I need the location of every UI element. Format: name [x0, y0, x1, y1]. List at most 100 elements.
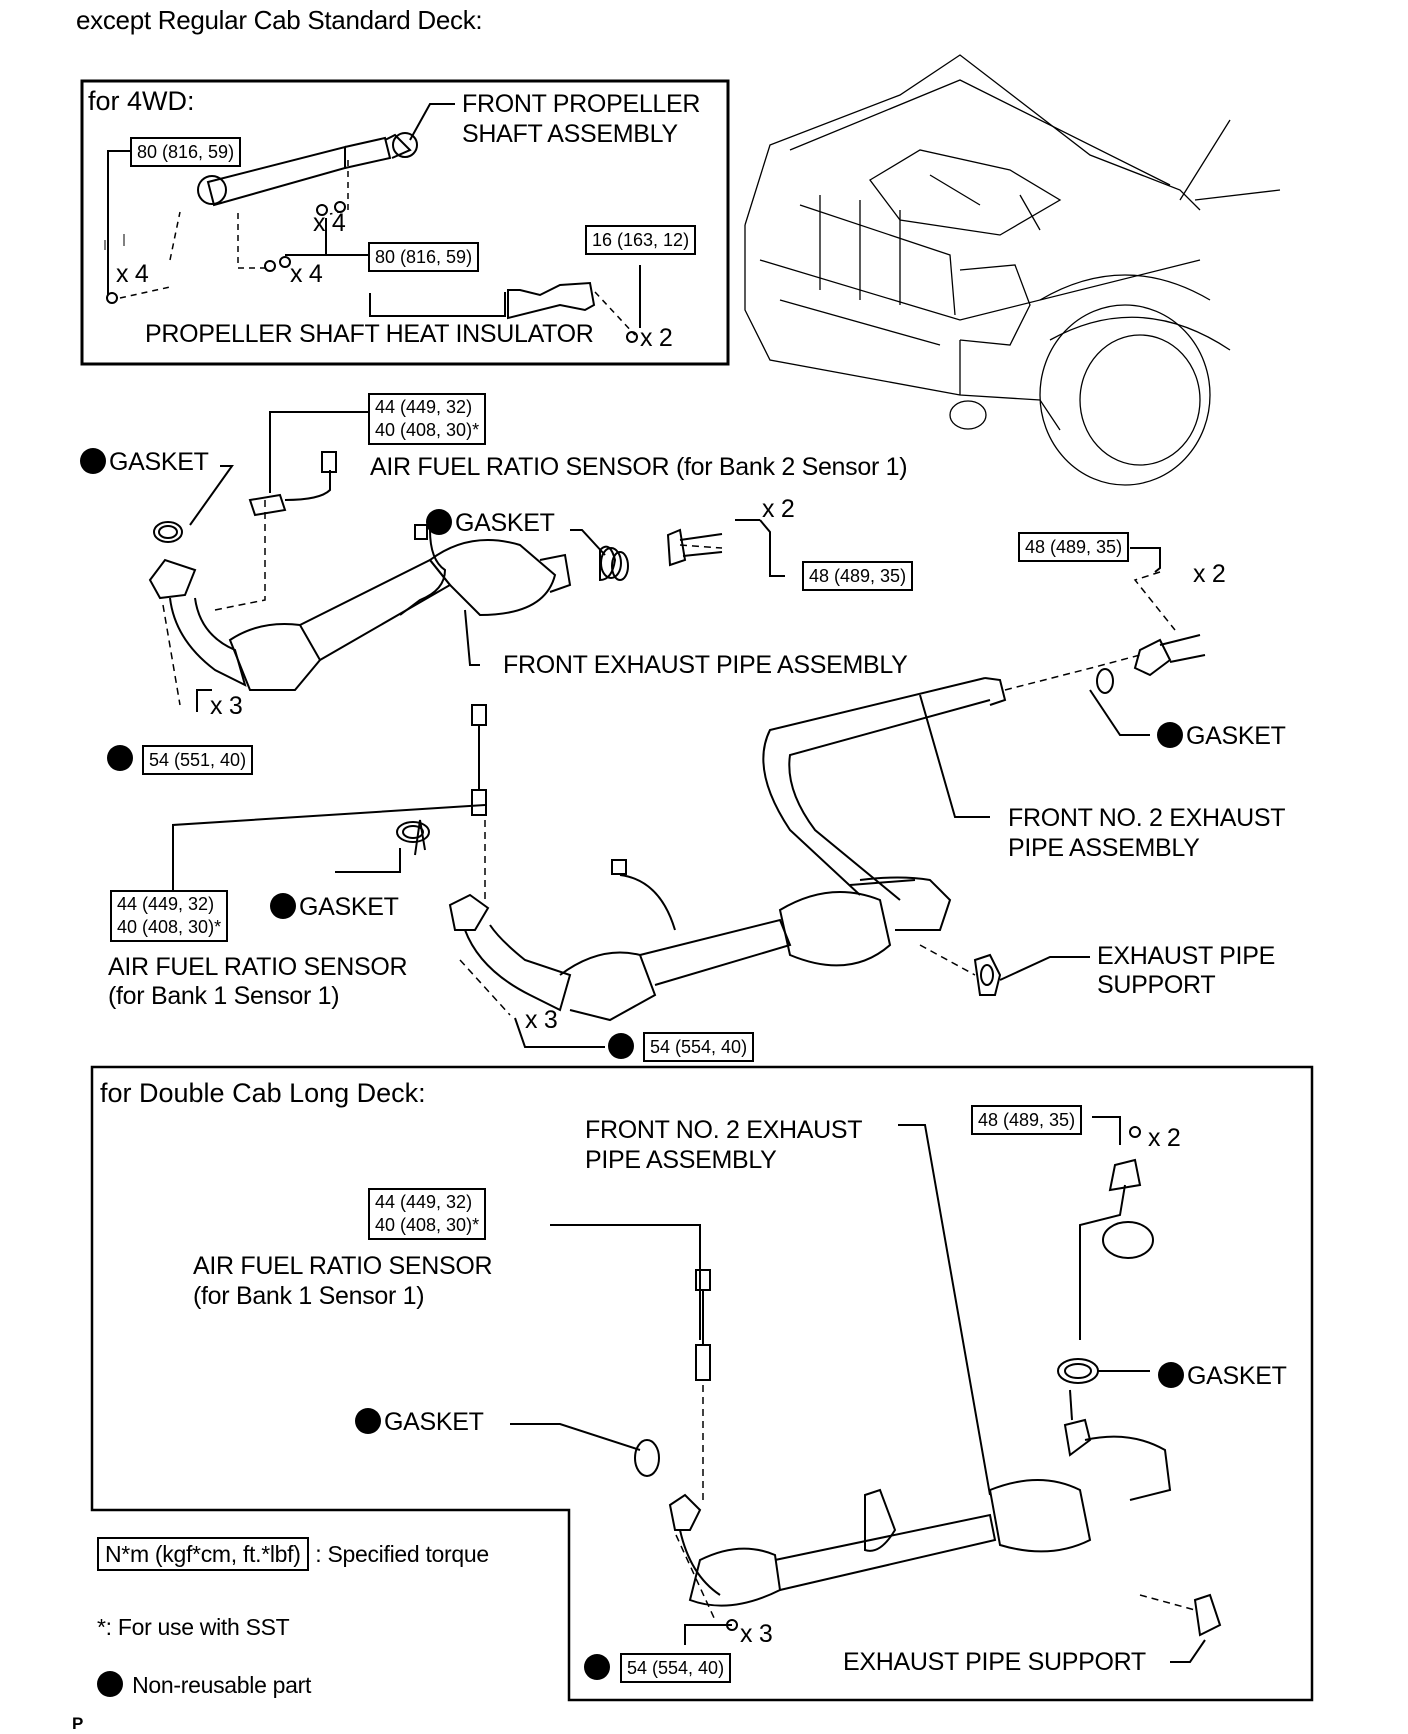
quantity-double-cab-top-bolts: x 2	[1148, 1124, 1181, 1152]
gasket-text: GASKET	[109, 448, 209, 476]
torque-spec-double-cab-sensor: 44 (449, 32) 40 (408, 30)*	[368, 1188, 487, 1240]
gasket-text: GASKET	[1186, 722, 1286, 750]
dashed-main	[162, 500, 1176, 1016]
air-fuel-ratio-sensor-bank2-label: AIR FUEL RATIO SENSOR (for Bank 2 Sensor…	[370, 453, 908, 481]
torque-spec-sensor-bank2: 44 (449, 32) 40 (408, 30)*	[368, 393, 487, 445]
double-cab-section-title: for Double Cab Long Deck:	[100, 1078, 426, 1108]
torque-spec-sensor-bank1-standard: 44 (449, 32)	[117, 894, 215, 914]
non-reusable-dot	[107, 745, 133, 771]
fasteners-4wd	[106, 201, 638, 343]
front-exhaust-pipe-assembly-label: FRONT EXHAUST PIPE ASSEMBLY	[503, 651, 908, 679]
double-cab-gasket-right-label: GASKET	[1158, 1362, 1287, 1391]
torque-spec-sensor-bank1: 44 (449, 32) 40 (408, 30)*	[110, 890, 229, 942]
propeller-leaders	[107, 103, 641, 328]
torque-spec-left-nuts: 54 (551, 40)	[142, 745, 254, 775]
non-reusable-dot	[584, 1654, 610, 1680]
non-reusable-marker	[1157, 722, 1183, 748]
gasket-label-1: GASKET	[80, 448, 209, 477]
air-fuel-ratio-sensor-bank1-label-line2: (for Bank 1 Sensor 1)	[108, 982, 340, 1010]
quantity-insulator-bolts: x 2	[640, 324, 673, 352]
double-cab-sensor-label-line2: (for Bank 1 Sensor 1)	[193, 1282, 425, 1310]
gaskets-top	[153, 521, 1114, 694]
quantity-right-bolts: x 2	[1193, 560, 1226, 588]
gasket-text: GASKET	[299, 893, 399, 921]
non-reusable-dot	[608, 1033, 634, 1059]
quantity-bottom-nuts: x 3	[525, 1006, 558, 1034]
double-cab-front-no2-label-line2: PIPE ASSEMBLY	[585, 1146, 777, 1174]
torque-spec-sensor-bank2-sst: 40 (408, 30)*	[375, 420, 480, 440]
gasket-text: GASKET	[455, 509, 555, 537]
left-nuts-non-reusable-marker	[107, 745, 136, 772]
torque-spec-sensor-bank2-standard: 44 (449, 32)	[375, 397, 473, 417]
gasket-label-3: GASKET	[1157, 722, 1286, 751]
torque-spec-heat-insulator: 16 (163, 12)	[585, 225, 697, 255]
double-cab-dashed	[675, 1385, 1196, 1621]
quantity-double-cab-nuts: x 3	[740, 1620, 773, 1648]
4wd-frame	[80, 79, 730, 366]
truck-front-drawing	[744, 54, 1281, 486]
exhaust-pipe-support-label-line1: EXHAUST PIPE	[1097, 942, 1275, 970]
gasket-text: GASKET	[1187, 1362, 1287, 1390]
legend-torque-unit-box: N*m (kgf*cm, ft.*lbf)	[97, 1537, 309, 1571]
torque-spec-double-cab-top-bolts: 48 (489, 35)	[971, 1105, 1083, 1135]
air-fuel-ratio-sensor-bank1-label-line1: AIR FUEL RATIO SENSOR	[108, 953, 408, 981]
exhaust-support-drawing	[973, 953, 1002, 996]
quantity-lower-nuts: x 4	[290, 260, 323, 288]
non-reusable-marker	[426, 509, 452, 535]
sensor-bank2-drawing	[248, 451, 337, 517]
torque-spec-double-cab-nuts: 54 (554, 40)	[620, 1653, 732, 1683]
propeller-shaft-drawing	[104, 132, 418, 250]
legend-torque: N*m (kgf*cm, ft.*lbf) : Specified torque	[97, 1537, 489, 1571]
4wd-section-title: for 4WD:	[88, 86, 195, 116]
double-cab-sensor-label-line1: AIR FUEL RATIO SENSOR	[193, 1252, 493, 1280]
front-no2-exhaust-pipe-label-line1: FRONT NO. 2 EXHAUST	[1008, 804, 1286, 832]
torque-spec-mid-bolts: 48 (489, 35)	[802, 561, 914, 591]
torque-spec-right-bolts: 48 (489, 35)	[1018, 532, 1130, 562]
torque-spec-double-cab-sensor-sst: 40 (408, 30)*	[375, 1215, 480, 1235]
double-cab-gasket-left-label: GASKET	[355, 1408, 484, 1437]
gasket-label-2: GASKET	[426, 509, 555, 538]
torque-spec-double-cab-sensor-standard: 44 (449, 32)	[375, 1192, 473, 1212]
quantity-upper-nuts: x 4	[313, 209, 346, 237]
legend-sst-note: *: For use with SST	[97, 1614, 290, 1640]
legend-non-reusable-text: Non-reusable part	[132, 1672, 312, 1698]
exhaust-pipe-support-label-line2: SUPPORT	[1097, 971, 1216, 999]
quantity-left-nuts: x 3	[210, 692, 243, 720]
non-reusable-marker	[355, 1408, 381, 1434]
gasket-label-4: GASKET	[270, 893, 399, 922]
double-cab-frame	[90, 1065, 1314, 1702]
front-no2-exhaust-pipe-label-line2: PIPE ASSEMBLY	[1008, 834, 1200, 862]
footer-mark: P	[72, 1714, 84, 1733]
non-reusable-marker	[1158, 1362, 1184, 1388]
sensor-bank1-drawing	[471, 704, 487, 816]
non-reusable-marker	[270, 893, 296, 919]
page-heading: except Regular Cab Standard Deck:	[76, 5, 483, 35]
gasket-mid	[396, 821, 430, 843]
quantity-left-bolts: x 4	[116, 260, 149, 288]
double-cab-nuts-non-reusable-marker	[584, 1654, 613, 1681]
double-cab-drawing	[510, 1116, 1222, 1663]
torque-spec-propeller-bolts: 80 (816, 59)	[130, 137, 242, 167]
propeller-dashed-lines	[119, 160, 636, 336]
front-no2-pipe-drawing	[762, 677, 1007, 931]
front-exhaust-pipe-drawing	[148, 524, 629, 691]
heat-insulator-label: PROPELLER SHAFT HEAT INSULATOR	[145, 320, 594, 348]
heat-insulator-drawing	[507, 281, 596, 320]
bottom-nuts-non-reusable-marker	[608, 1033, 637, 1060]
front-exhaust-pipe-2-drawing	[448, 859, 892, 1022]
torque-spec-propeller-nuts: 80 (816, 59)	[368, 242, 480, 272]
double-cab-front-no2-label-line1: FRONT NO. 2 EXHAUST	[585, 1116, 863, 1144]
leaders-main	[172, 411, 1161, 1048]
legend-non-reusable: Non-reusable part	[97, 1671, 311, 1700]
front-propeller-shaft-label-line1: FRONT PROPELLER	[462, 90, 701, 118]
torque-spec-bottom-nuts: 54 (554, 40)	[643, 1032, 755, 1062]
gasket-text: GASKET	[384, 1408, 484, 1436]
torque-spec-sensor-bank1-sst: 40 (408, 30)*	[117, 917, 222, 937]
non-reusable-marker	[80, 448, 106, 474]
legend-torque-description: : Specified torque	[315, 1541, 489, 1567]
non-reusable-legend-dot	[97, 1671, 123, 1697]
front-propeller-shaft-label-line2: SHAFT ASSEMBLY	[462, 120, 678, 148]
double-cab-exhaust-support-label: EXHAUST PIPE SUPPORT	[843, 1648, 1146, 1676]
quantity-mid-bolts: x 2	[762, 495, 795, 523]
